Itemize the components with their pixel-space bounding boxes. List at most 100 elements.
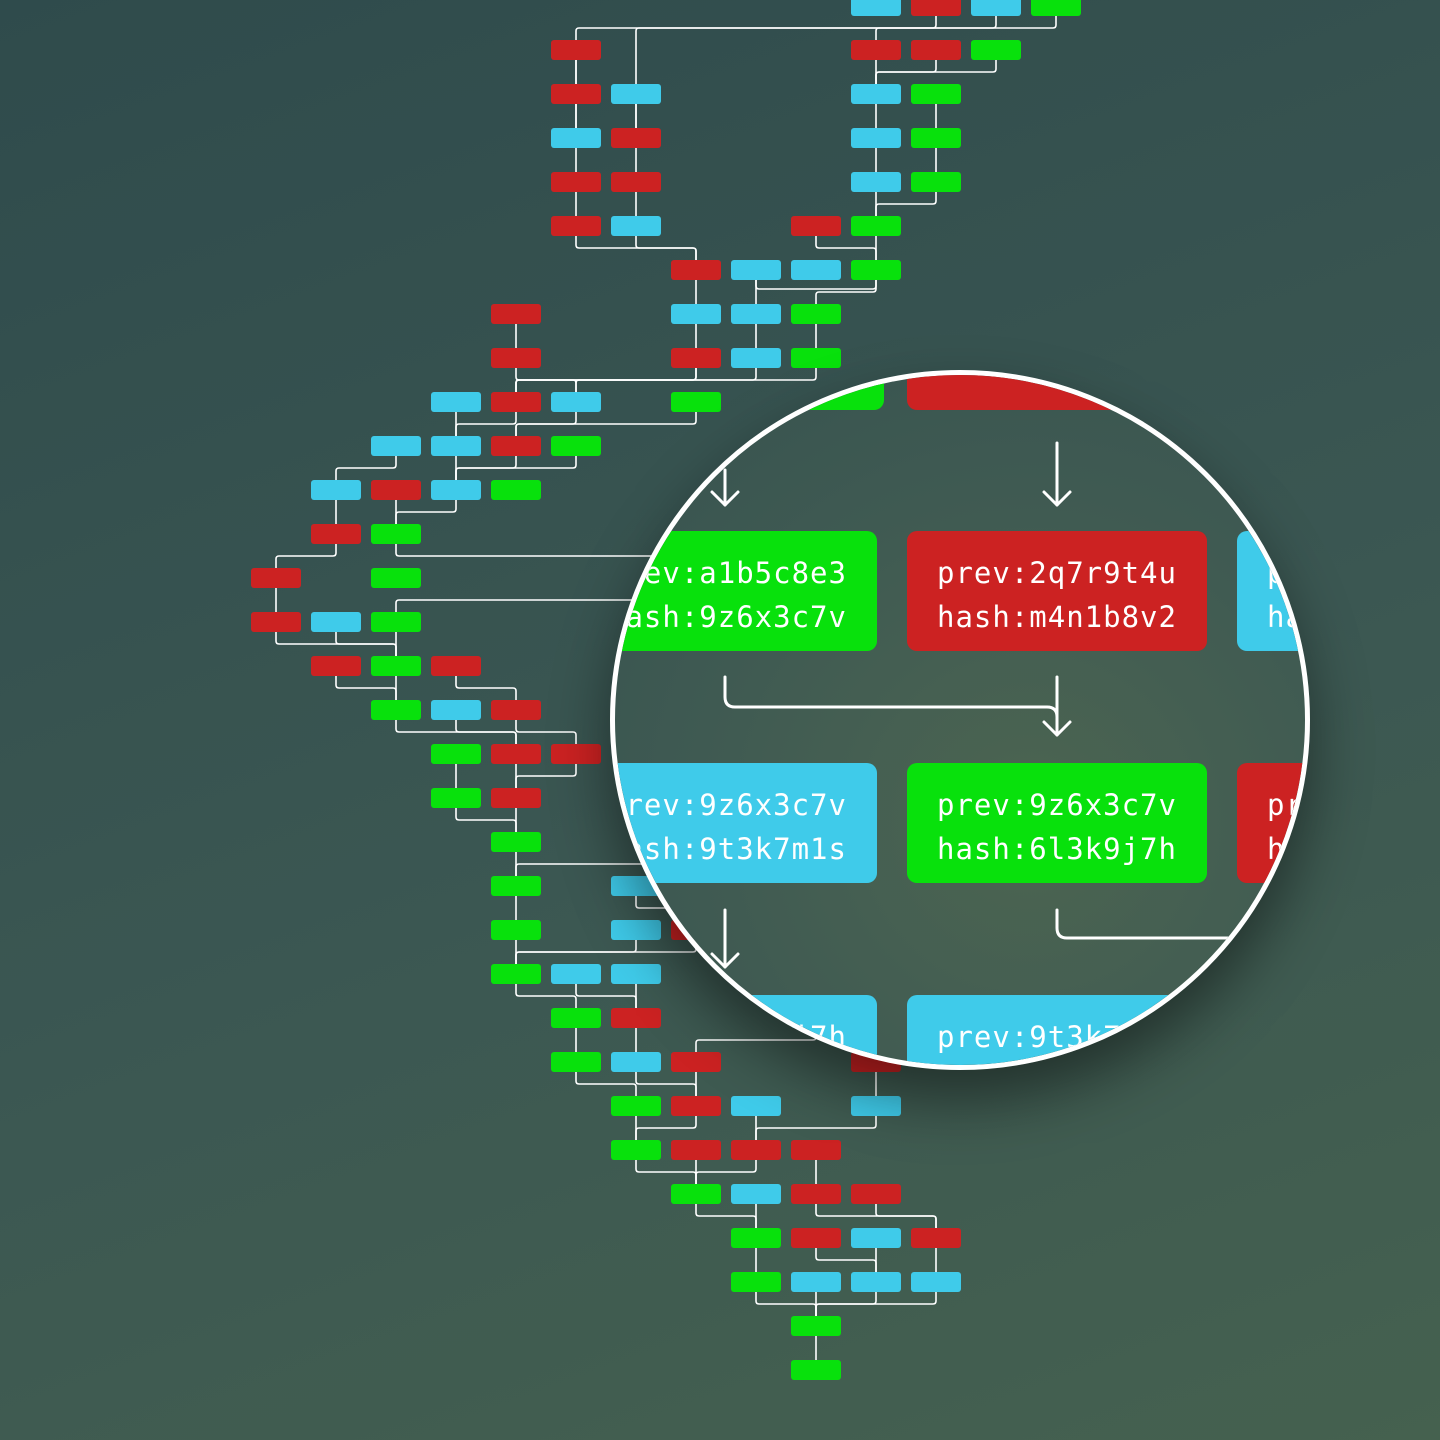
graph-block[interactable]	[251, 612, 301, 632]
graph-block[interactable]	[731, 348, 781, 368]
graph-block[interactable]	[791, 1272, 841, 1292]
graph-block[interactable]	[671, 260, 721, 280]
zoom-block-low-center[interactable]: prev:9z6x3c7v hash:6l3k9j7h	[907, 763, 1207, 883]
graph-block[interactable]	[491, 348, 541, 368]
zoom-block-low-right[interactable]: prev: hash:	[1237, 763, 1305, 883]
graph-block[interactable]	[791, 1360, 841, 1380]
graph-block[interactable]	[791, 1316, 841, 1336]
graph-block[interactable]	[371, 480, 421, 500]
graph-block[interactable]	[491, 832, 541, 852]
graph-block[interactable]	[971, 0, 1021, 16]
graph-block[interactable]	[731, 1272, 781, 1292]
graph-block[interactable]	[731, 1184, 781, 1204]
graph-block[interactable]	[491, 392, 541, 412]
graph-block[interactable]	[851, 40, 901, 60]
graph-block[interactable]	[911, 0, 961, 16]
graph-block[interactable]	[671, 1140, 721, 1160]
graph-block[interactable]	[791, 1184, 841, 1204]
graph-block[interactable]	[611, 128, 661, 148]
graph-block[interactable]	[551, 744, 601, 764]
graph-block[interactable]	[491, 436, 541, 456]
graph-block[interactable]	[851, 216, 901, 236]
graph-block[interactable]	[551, 216, 601, 236]
graph-block[interactable]	[551, 1052, 601, 1072]
graph-block[interactable]	[491, 744, 541, 764]
graph-block[interactable]	[491, 480, 541, 500]
graph-block[interactable]	[791, 216, 841, 236]
graph-block[interactable]	[371, 700, 421, 720]
graph-block[interactable]	[551, 40, 601, 60]
graph-block[interactable]	[851, 1184, 901, 1204]
graph-block[interactable]	[431, 788, 481, 808]
graph-block[interactable]	[851, 84, 901, 104]
graph-block[interactable]	[911, 40, 961, 60]
graph-block[interactable]	[731, 1140, 781, 1160]
graph-block[interactable]	[371, 656, 421, 676]
graph-block[interactable]	[791, 348, 841, 368]
graph-block[interactable]	[431, 656, 481, 676]
graph-block[interactable]	[491, 700, 541, 720]
graph-block[interactable]	[851, 172, 901, 192]
graph-block[interactable]	[731, 1096, 781, 1116]
graph-block[interactable]	[551, 84, 601, 104]
graph-block[interactable]	[851, 0, 901, 16]
zoom-block-top-left[interactable]	[615, 375, 884, 410]
graph-block[interactable]	[431, 436, 481, 456]
graph-block[interactable]	[851, 1228, 901, 1248]
graph-block[interactable]	[311, 480, 361, 500]
graph-block[interactable]	[431, 480, 481, 500]
graph-block[interactable]	[671, 1184, 721, 1204]
graph-block[interactable]	[971, 40, 1021, 60]
zoom-block-mid-left[interactable]: prev:a1b5c8e3 hash:9z6x3c7v	[615, 531, 877, 651]
graph-block[interactable]	[671, 1096, 721, 1116]
graph-block[interactable]	[551, 964, 601, 984]
graph-block[interactable]	[491, 788, 541, 808]
graph-block[interactable]	[791, 1228, 841, 1248]
graph-block[interactable]	[491, 920, 541, 940]
graph-block[interactable]	[731, 304, 781, 324]
graph-block[interactable]	[911, 1272, 961, 1292]
graph-block[interactable]	[551, 128, 601, 148]
graph-block[interactable]	[791, 304, 841, 324]
graph-block[interactable]	[431, 744, 481, 764]
graph-block[interactable]	[491, 876, 541, 896]
zoom-block-mid-right[interactable]: prev: hash:	[1237, 531, 1305, 651]
graph-block[interactable]	[611, 216, 661, 236]
graph-block[interactable]	[551, 392, 601, 412]
graph-block[interactable]	[431, 700, 481, 720]
zoom-block-bottom-left[interactable]: prev:6l3k9j7h	[615, 995, 877, 1065]
zoom-block-bottom-center[interactable]: prev:9t3k7m1s hash:	[907, 995, 1207, 1065]
graph-block[interactable]	[371, 568, 421, 588]
graph-block[interactable]	[851, 128, 901, 148]
graph-block[interactable]	[551, 436, 601, 456]
graph-block[interactable]	[851, 260, 901, 280]
graph-block[interactable]	[1031, 0, 1081, 16]
graph-block[interactable]	[491, 964, 541, 984]
graph-block[interactable]	[311, 524, 361, 544]
graph-block[interactable]	[611, 172, 661, 192]
graph-block[interactable]	[311, 656, 361, 676]
graph-block[interactable]	[491, 304, 541, 324]
zoom-block-mid-center[interactable]: prev:2q7r9t4u hash:m4n1b8v2	[907, 531, 1207, 651]
graph-block[interactable]	[371, 524, 421, 544]
graph-block[interactable]	[911, 128, 961, 148]
graph-block[interactable]	[371, 612, 421, 632]
graph-block[interactable]	[731, 1228, 781, 1248]
graph-block[interactable]	[911, 172, 961, 192]
graph-block[interactable]	[551, 172, 601, 192]
graph-block[interactable]	[611, 1096, 661, 1116]
graph-block[interactable]	[611, 84, 661, 104]
graph-block[interactable]	[791, 260, 841, 280]
graph-block[interactable]	[551, 1008, 601, 1028]
graph-block[interactable]	[731, 260, 781, 280]
zoom-block-low-left[interactable]: prev:9z6x3c7v hash:9t3k7m1s	[615, 763, 877, 883]
graph-block[interactable]	[251, 568, 301, 588]
graph-block[interactable]	[611, 964, 661, 984]
graph-block[interactable]	[611, 1140, 661, 1160]
graph-block[interactable]	[851, 1272, 901, 1292]
graph-block[interactable]	[371, 436, 421, 456]
graph-block[interactable]	[911, 1228, 961, 1248]
graph-block[interactable]	[791, 1140, 841, 1160]
graph-block[interactable]	[311, 612, 361, 632]
zoom-block-top-right[interactable]: hash:2q7r9t4u	[907, 375, 1207, 410]
